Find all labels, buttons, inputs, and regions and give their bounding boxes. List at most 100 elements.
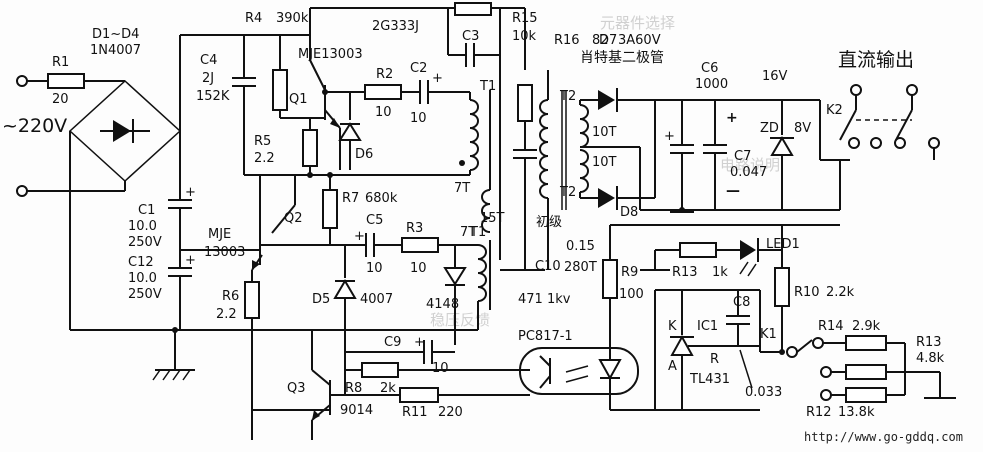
svg-text:0.033: 0.033 xyxy=(745,385,782,400)
capacitor-c2: + C2 10 xyxy=(410,61,470,126)
svg-text:D7: D7 xyxy=(599,33,617,48)
svg-text:+: + xyxy=(664,129,675,144)
svg-text:R13: R13 xyxy=(916,335,942,350)
svg-text:R9: R9 xyxy=(621,265,638,280)
svg-text:2.9k: 2.9k xyxy=(852,319,881,334)
svg-text:Q3: Q3 xyxy=(287,381,306,396)
svg-text:D5: D5 xyxy=(312,292,330,307)
capacitor-c1-c12: + + C1 10.0 250V C12 10.0 250V xyxy=(128,131,260,330)
svg-text:10T: 10T xyxy=(592,125,617,140)
capacitor-c4: C4 2J 152K xyxy=(196,35,256,175)
svg-text:1000: 1000 xyxy=(695,77,728,92)
svg-text:T1: T1 xyxy=(479,79,496,94)
svg-text:LED1: LED1 xyxy=(766,237,800,252)
svg-text:250V: 250V xyxy=(128,287,162,302)
capacitor-c3: 2G333J C3 xyxy=(372,8,500,67)
resistor-r1 xyxy=(47,73,85,89)
svg-text:R1: R1 xyxy=(52,55,69,70)
svg-text:390k: 390k xyxy=(276,11,309,26)
svg-text:R13: R13 xyxy=(672,265,698,280)
zener-zd: ZD 8V xyxy=(760,100,811,210)
svg-text:C1: C1 xyxy=(138,203,155,218)
svg-text:稳压反馈: 稳压反馈 xyxy=(430,311,490,329)
svg-text:220: 220 xyxy=(438,405,463,420)
diode-1n4148: 4148 xyxy=(426,245,467,345)
svg-text:ZD: ZD xyxy=(760,121,779,136)
svg-text:肖特基二极管: 肖特基二极管 xyxy=(580,49,664,66)
svg-text:4.8k: 4.8k xyxy=(916,351,945,366)
svg-text:C2: C2 xyxy=(410,61,427,76)
transistor-q1: MJE13003 xyxy=(280,35,365,170)
resistor-r8: R8 2k xyxy=(344,352,500,396)
svg-text:15T: 15T xyxy=(480,211,505,226)
transformer-t1-top: T1 7T xyxy=(454,79,496,196)
svg-text:10: 10 xyxy=(432,361,449,376)
svg-text:2J: 2J xyxy=(202,71,214,86)
transformer-t2-secondary: T2 T2 10T 10T xyxy=(559,89,640,200)
resistor-r3: R3 10 xyxy=(401,221,470,276)
svg-text:Q1: Q1 xyxy=(289,92,308,107)
dc-output-title: 直流输出 xyxy=(838,49,914,71)
svg-text:2.2k: 2.2k xyxy=(826,285,855,300)
svg-text:R4: R4 xyxy=(245,11,262,26)
svg-text:0.047: 0.047 xyxy=(730,165,767,180)
svg-text:9014: 9014 xyxy=(340,403,373,418)
svg-text:2.2: 2.2 xyxy=(216,307,237,322)
input-terminal-bottom xyxy=(16,185,28,197)
svg-text:R16: R16 xyxy=(554,33,580,48)
resistor-r14 xyxy=(845,335,887,351)
svg-text:R8: R8 xyxy=(345,381,362,396)
transistor-q3: Q3 9014 xyxy=(251,330,373,440)
svg-text:电路说明: 电路说明 xyxy=(720,156,780,174)
svg-text:13.8k: 13.8k xyxy=(838,405,875,420)
background-watermark: 元器件选择 电路说明 稳压反馈 xyxy=(430,14,780,329)
svg-text:10.0: 10.0 xyxy=(128,271,157,286)
svg-text:MJE: MJE xyxy=(208,227,231,242)
transistor-q2: Q2 MJE 13003 xyxy=(204,175,330,282)
svg-text:20: 20 xyxy=(52,92,69,107)
svg-text:T2: T2 xyxy=(559,89,576,104)
svg-text:10: 10 xyxy=(410,111,427,126)
svg-text:82: 82 xyxy=(592,33,609,48)
svg-text:R7: R7 xyxy=(342,191,359,206)
svg-text:C4: C4 xyxy=(200,53,217,68)
led-indicator: R13 1k LED1 xyxy=(640,225,800,280)
svg-text:152K: 152K xyxy=(196,89,230,104)
svg-text:A: A xyxy=(668,359,677,374)
svg-text:4148: 4148 xyxy=(426,297,459,312)
svg-text:R: R xyxy=(710,352,719,367)
svg-text:100: 100 xyxy=(619,287,644,302)
svg-text:D1~D4: D1~D4 xyxy=(92,27,139,42)
svg-text:10: 10 xyxy=(366,261,383,276)
dc-output-switch-k2: 直流输出 K2 xyxy=(819,49,940,210)
resistor-r12 xyxy=(845,387,887,403)
svg-text:C6: C6 xyxy=(701,61,718,76)
capacitor-c5: + C5 10 xyxy=(330,213,402,276)
svg-text:8V: 8V xyxy=(794,121,811,136)
svg-text:R11: R11 xyxy=(402,405,428,420)
resistor-r6: R6 2.2 xyxy=(216,281,330,411)
diode-d6: D6 xyxy=(338,92,373,170)
resistor-r5: R5 2.2 xyxy=(254,118,318,175)
diode-d8: D8 xyxy=(598,100,656,220)
svg-text:R5: R5 xyxy=(254,134,271,149)
resistor-r11: R11 220 xyxy=(345,387,500,420)
svg-text:+: + xyxy=(185,253,196,268)
resistor-r16: R16 82 xyxy=(517,8,609,150)
transformer-t1-bottom: 7T T1 xyxy=(330,225,491,331)
svg-text:C7: C7 xyxy=(734,149,751,164)
svg-text:10.0: 10.0 xyxy=(128,219,157,234)
resistor-r4: R4 390k Q1 xyxy=(245,11,309,118)
svg-text:C8: C8 xyxy=(733,295,750,310)
svg-text:—: — xyxy=(726,183,740,199)
svg-text:+: + xyxy=(354,229,365,244)
svg-text:16V: 16V xyxy=(762,69,788,84)
svg-text:C9: C9 xyxy=(384,335,401,350)
optocoupler-pc817: PC817-1 xyxy=(500,329,639,410)
regulator-ic1-tl431: K IC1 R A TL431 xyxy=(610,289,760,411)
svg-text:2k: 2k xyxy=(380,381,396,396)
svg-text:471 1kv: 471 1kv xyxy=(518,292,571,307)
svg-text:R6: R6 xyxy=(222,289,239,304)
svg-text:1N4007: 1N4007 xyxy=(90,43,141,58)
